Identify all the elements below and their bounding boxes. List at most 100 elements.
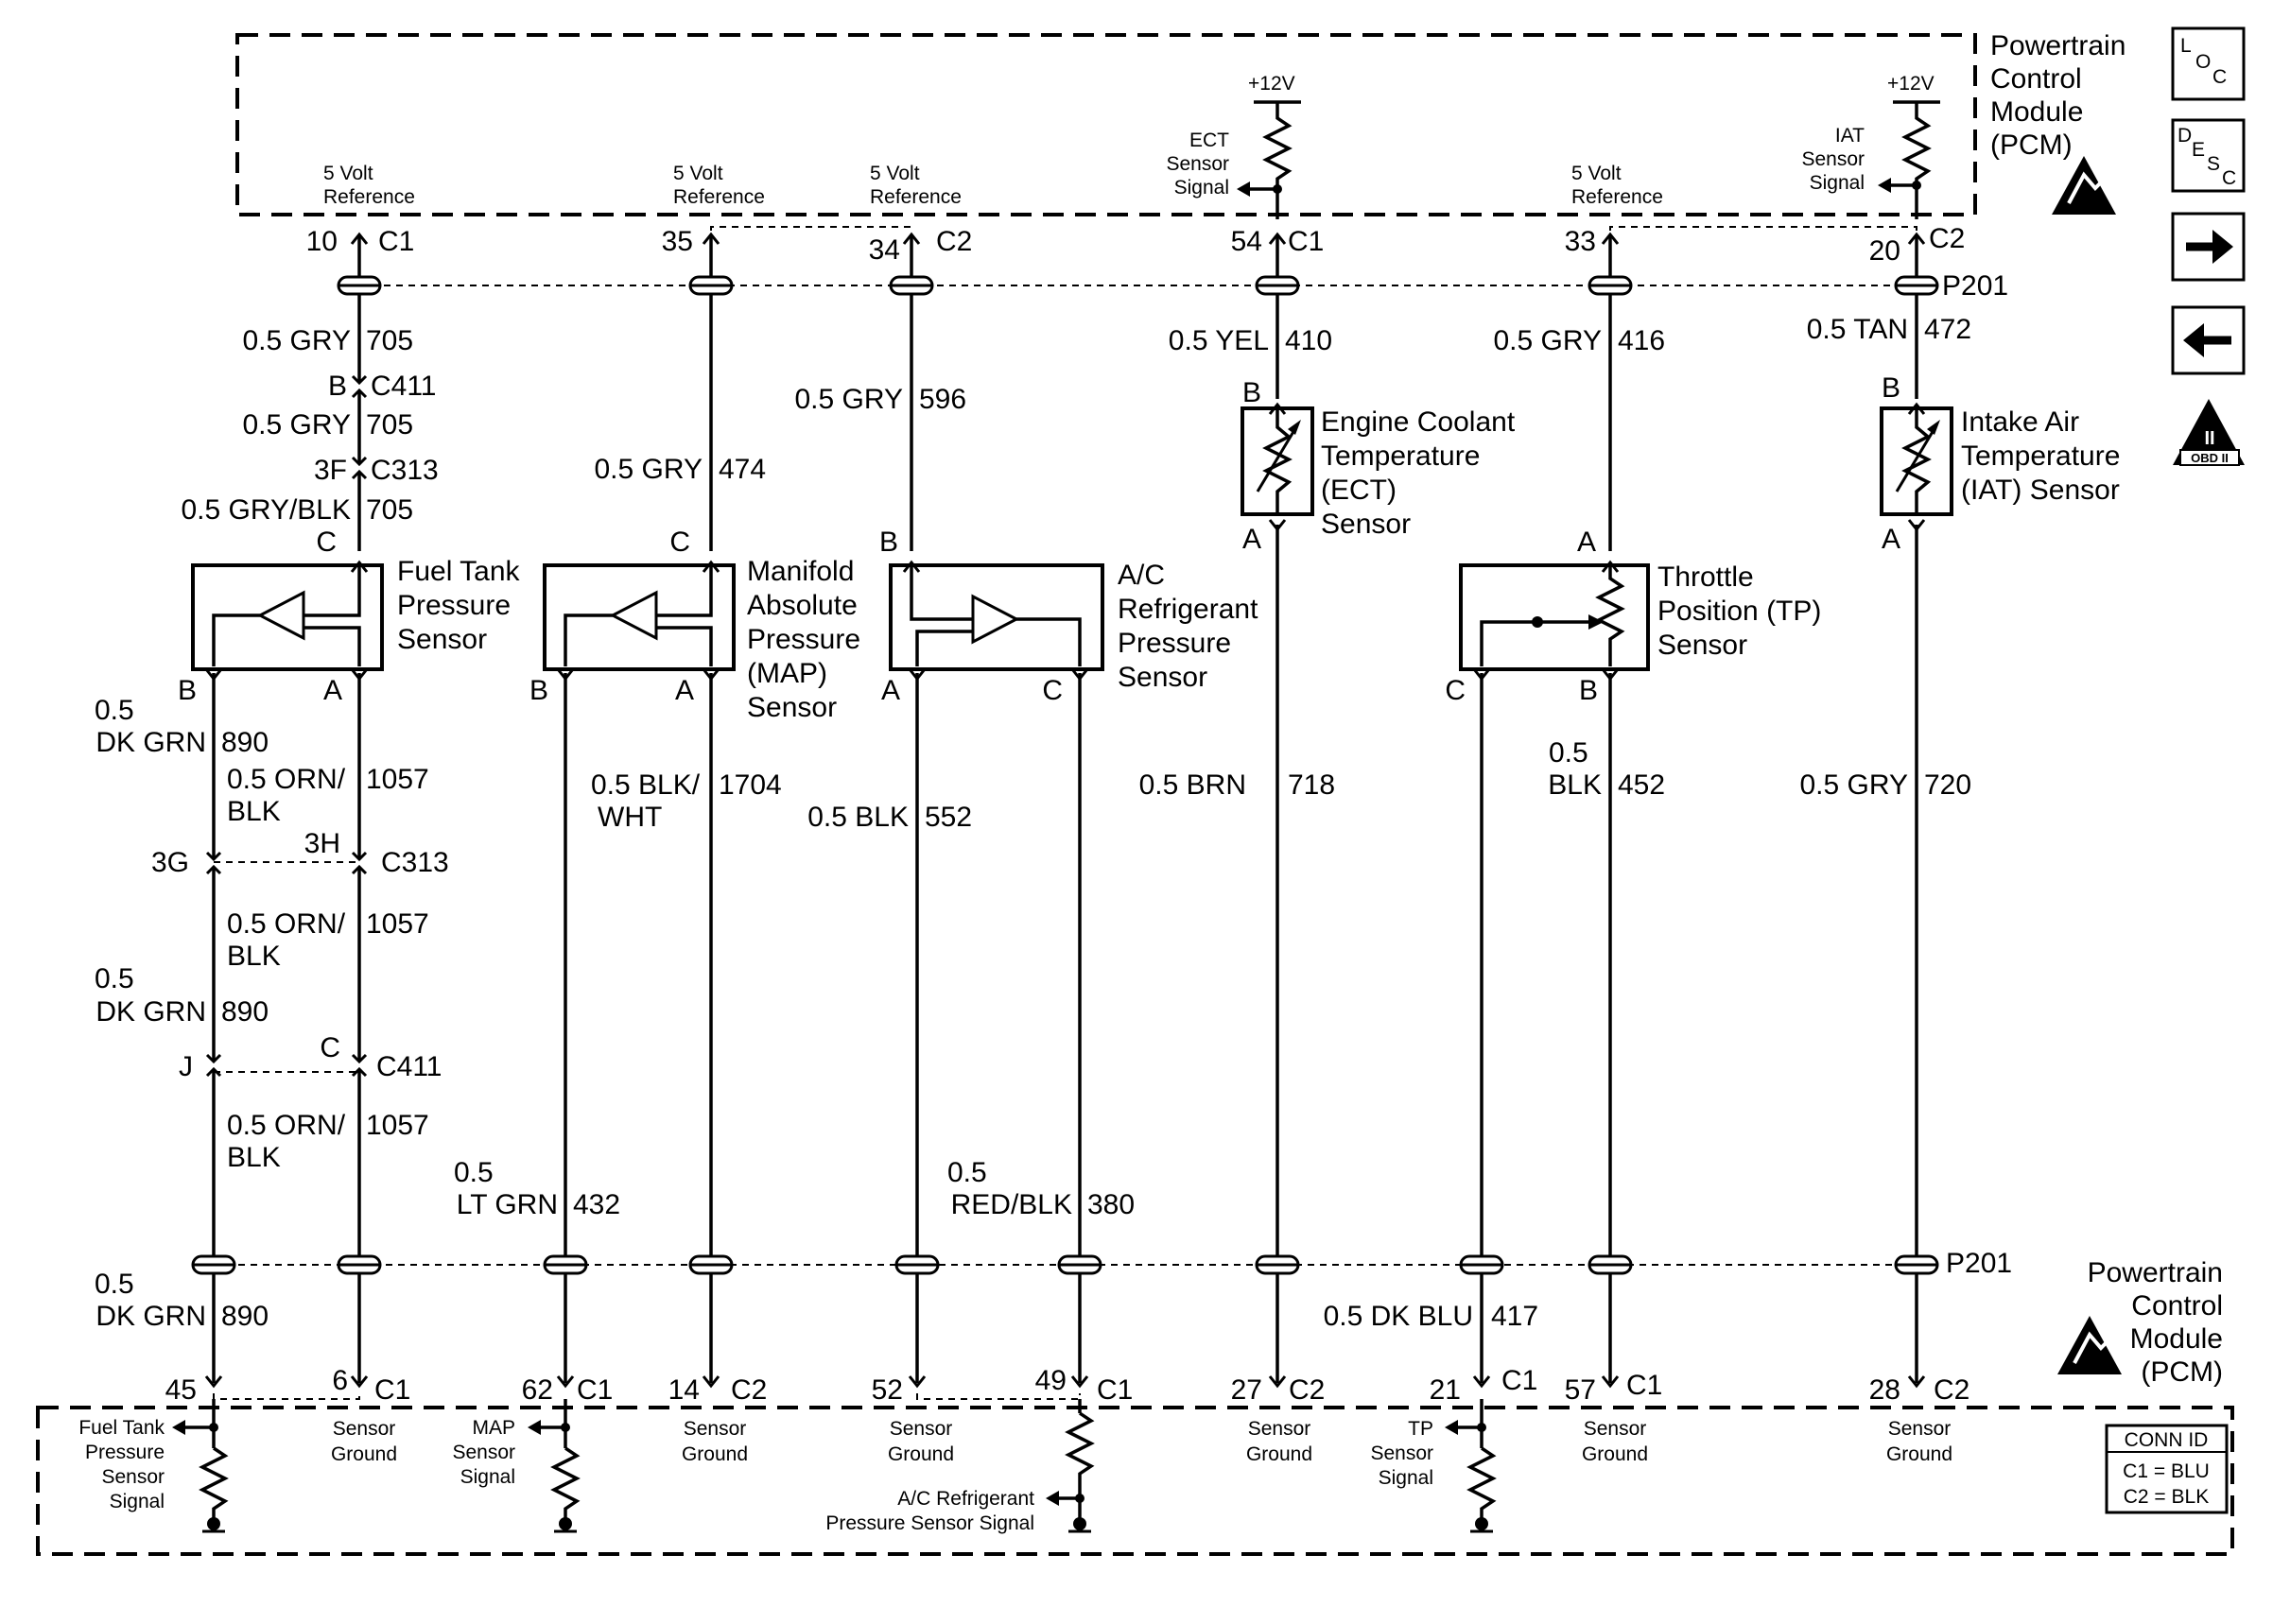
wire-1057b-gauge: 0.5 ORN/ bbox=[227, 908, 346, 940]
map-signal-label-2: Sensor bbox=[452, 1442, 515, 1463]
ftp-signal-label-4: Signal bbox=[110, 1491, 165, 1512]
wire-718-circuit: 718 bbox=[1288, 769, 1335, 801]
ground-label-d1: Sensor bbox=[1248, 1418, 1311, 1440]
pin-6: 6 bbox=[332, 1365, 348, 1396]
ref-5v-label-c1: 5 Volt bbox=[870, 163, 920, 184]
pin-57-conn: C1 bbox=[1626, 1370, 1662, 1401]
wire-474-circuit: 474 bbox=[719, 454, 766, 485]
ac-signal-label-2: Pressure Sensor Signal bbox=[825, 1512, 1034, 1534]
conn-id-box: CONN ID C1 = BLU C2 = BLK bbox=[2105, 1424, 2229, 1514]
map-pin-c: C bbox=[669, 527, 690, 558]
ground-label-e1: Sensor bbox=[1584, 1418, 1647, 1440]
svg-text:II: II bbox=[2204, 428, 2214, 449]
pcm-bottom-pin-mark bbox=[702, 1375, 720, 1389]
map-sensor: C B A Manifold Absolute Pressure (MAP) S… bbox=[529, 527, 860, 723]
ground-label-d2: Ground bbox=[1246, 1443, 1312, 1465]
ground-symbol-ftp bbox=[202, 1517, 225, 1533]
iat-name-1: Intake Air bbox=[1961, 406, 2079, 438]
splice-p201-top-mark bbox=[1894, 275, 1939, 296]
splice-p201-top-mark bbox=[1588, 275, 1633, 296]
pcm-top-pin-mark bbox=[1268, 232, 1287, 245]
pcm-bottom-pin-mark bbox=[1601, 1375, 1620, 1389]
svg-text:OBD II: OBD II bbox=[2191, 451, 2229, 465]
wire-452-gauge: 0.5 bbox=[1549, 737, 1588, 769]
pcm-bottom-pin-mark bbox=[1268, 1375, 1287, 1389]
pin-34-conn: C2 bbox=[936, 226, 972, 257]
splice-p201-bottom-mark bbox=[1588, 1254, 1633, 1275]
splice-p201-top-mark bbox=[688, 275, 734, 296]
pcm-bottom-title-3: Module bbox=[2130, 1323, 2223, 1355]
pcm-bottom-pin-mark bbox=[908, 1375, 927, 1389]
wire-1057b-color: BLK bbox=[227, 941, 281, 972]
wire-1704-gauge: 0.5 BLK/ bbox=[591, 769, 701, 801]
ect-signal-label-2: Sensor bbox=[1166, 153, 1229, 175]
ref-5v-label-a1: 5 Volt bbox=[323, 163, 373, 184]
conn-id-line2: C2 = BLK bbox=[2124, 1486, 2209, 1508]
ftp-name-1: Fuel Tank bbox=[397, 556, 521, 587]
ground-label-b2: Ground bbox=[682, 1443, 748, 1465]
wire-416-gauge: 0.5 GRY bbox=[1493, 325, 1602, 356]
wire-890c-color: DK GRN bbox=[95, 1301, 206, 1332]
arrow-right-icon bbox=[2171, 212, 2246, 282]
wire-890c-gauge: 0.5 bbox=[95, 1269, 134, 1300]
inline-connector-c411-mid bbox=[205, 1053, 222, 1078]
map-pin-b: B bbox=[529, 675, 548, 706]
ref-5v-label-b1: 5 Volt bbox=[673, 163, 723, 184]
wire-890a-circuit: 890 bbox=[221, 727, 269, 758]
wire-1057c-gauge: 0.5 ORN/ bbox=[227, 1110, 346, 1141]
sensor-pin-mark bbox=[350, 560, 369, 573]
ac-name-2: Refrigerant bbox=[1118, 594, 1258, 625]
sensor-pin-mark bbox=[1601, 560, 1620, 573]
conn-id-title: CONN ID bbox=[2125, 1429, 2209, 1451]
sensor-pin-mark bbox=[1268, 519, 1287, 532]
pin-6-conn: C1 bbox=[374, 1374, 410, 1406]
pcm-bottom-title-1: Powertrain bbox=[2088, 1257, 2223, 1288]
splice-p201-bottom-mark bbox=[1894, 1254, 1939, 1275]
ftp-name-3: Sensor bbox=[397, 624, 487, 655]
tp-pin-a: A bbox=[1577, 527, 1596, 558]
map-name-4: (MAP) bbox=[747, 658, 827, 689]
wire-596-gauge: 0.5 GRY bbox=[794, 384, 903, 415]
conn-id-line1: C1 = BLU bbox=[2123, 1460, 2210, 1482]
wire-410-circuit: 410 bbox=[1285, 325, 1332, 356]
splice-bottom-label: P201 bbox=[1946, 1248, 2012, 1279]
ect-signal-label-3: Signal bbox=[1174, 177, 1229, 199]
c411-mid-cavity-right: C bbox=[320, 1032, 340, 1063]
wire-720-gauge: 0.5 GRY bbox=[1799, 769, 1908, 801]
loc-icon: L O C bbox=[2171, 26, 2246, 101]
tp-pin-b: B bbox=[1579, 675, 1598, 706]
pin-27-conn: C2 bbox=[1289, 1374, 1325, 1406]
inline-connector-c411-mid bbox=[351, 1053, 368, 1078]
c313-mid-cavity-right: 3H bbox=[304, 828, 340, 859]
ac-signal-label-1: A/C Refrigerant bbox=[897, 1488, 1034, 1510]
map-signal-label-1: MAP bbox=[472, 1417, 515, 1439]
pcm-bottom-title-4: (PCM) bbox=[2141, 1356, 2223, 1388]
ac-name-4: Sensor bbox=[1118, 662, 1207, 693]
wire-labels: 0.5 GRY 705 0.5 GRY 705 0.5 GRY/BLK 705 … bbox=[95, 314, 1971, 1332]
ground-label-c2: Ground bbox=[888, 1443, 954, 1465]
ftp-signal-label-2: Pressure bbox=[85, 1442, 165, 1463]
pin-35: 35 bbox=[662, 226, 693, 257]
c313-top-label: C313 bbox=[371, 455, 439, 486]
splice-p201-top-mark bbox=[1255, 275, 1300, 296]
ref-5v-label-d1: 5 Volt bbox=[1571, 163, 1622, 184]
ground-symbol-map bbox=[554, 1517, 577, 1533]
tp-signal-label-3: Signal bbox=[1379, 1467, 1433, 1489]
pcm-top-pin-mark bbox=[1601, 232, 1620, 245]
throttle-position-sensor: A C B Throttle Position (TP) Sensor bbox=[1445, 527, 1821, 706]
tp-name-3: Sensor bbox=[1657, 630, 1747, 661]
ftp-name-2: Pressure bbox=[397, 590, 511, 621]
arrow-left-icon bbox=[2171, 305, 2246, 375]
sensor-pin-mark bbox=[350, 668, 369, 682]
c411-top-cavity: B bbox=[328, 371, 347, 402]
wire-705b-gauge: 0.5 GRY bbox=[242, 409, 351, 441]
pin-49-conn: C1 bbox=[1097, 1374, 1133, 1406]
wire-417-gauge: 0.5 DK BLU bbox=[1324, 1301, 1473, 1332]
map-name-5: Sensor bbox=[747, 692, 837, 723]
ground-label-c1: Sensor bbox=[890, 1418, 953, 1440]
wire-474-gauge: 0.5 GRY bbox=[594, 454, 703, 485]
ac-name-1: A/C bbox=[1118, 560, 1165, 591]
c313-mid-cavity-left: 3G bbox=[151, 847, 189, 878]
wire-552-circuit: 552 bbox=[925, 802, 972, 833]
